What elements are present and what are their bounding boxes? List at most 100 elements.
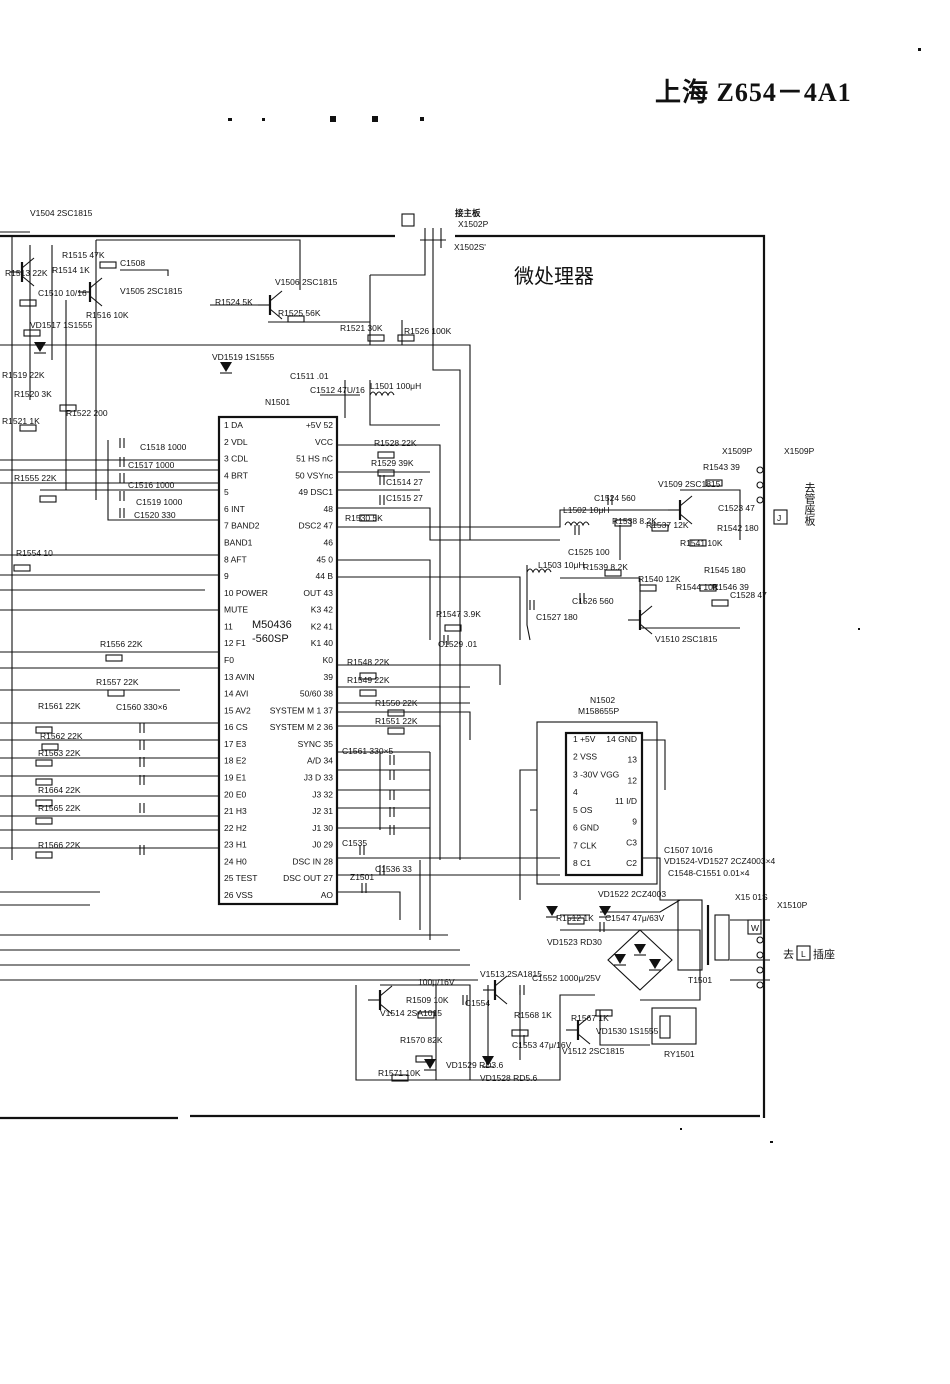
- ic-pin-label: J3 32: [312, 789, 333, 799]
- component-label: R1544 10K: [676, 582, 719, 592]
- ic-pin-label: 12: [628, 775, 638, 785]
- transistor-lead: [379, 1003, 393, 1015]
- x1509p-label-b: X1509P: [784, 446, 815, 456]
- ic-pin-label: 3 CDL: [224, 454, 248, 464]
- component-label: R1542 180: [717, 523, 759, 533]
- component-label: R1526 100K: [404, 326, 452, 336]
- resistor-symbol: [567, 917, 585, 925]
- component-label: R1515 47K: [62, 250, 105, 260]
- ic-pin-label: J3 D 33: [304, 773, 334, 783]
- component-label: VD1517 1S1555: [30, 320, 93, 330]
- ic-pin-label: 51 HS nC: [296, 454, 333, 464]
- component-label: V1504 2SC1815: [30, 208, 93, 218]
- resistor-symbol: [13, 564, 31, 572]
- component-label: R1528 22K: [374, 438, 417, 448]
- ic-pin-label: 20 E0: [224, 789, 246, 799]
- resistor-symbol: [367, 334, 385, 342]
- ic-pin-label: 4: [573, 787, 578, 797]
- component-label: R1516 10K: [86, 310, 129, 320]
- component-label: R1529 39K: [371, 458, 414, 468]
- component-label: R1525 56K: [278, 308, 321, 318]
- resistor-symbol: [35, 817, 53, 825]
- resistor-symbol: [377, 469, 395, 477]
- component-label: V1512 2SC1815: [562, 1046, 625, 1056]
- transistor-lead: [494, 975, 508, 987]
- component-label: C1515 27: [386, 493, 423, 503]
- resistor-symbol: [19, 424, 37, 432]
- ic-pin-label: SYSTEM M 2 36: [270, 722, 334, 732]
- component-label: C1508: [120, 258, 145, 268]
- transistor-lead: [494, 993, 508, 1005]
- component-label: R1538 8.2K: [612, 516, 657, 526]
- component-label: C1519 1000: [136, 497, 183, 507]
- component-label: C1536 33: [375, 864, 412, 874]
- to-plug-label: 去: [783, 948, 794, 961]
- ic-pin-label: DSC OUT 27: [283, 873, 333, 883]
- component-label: V1510 2SC1815: [655, 634, 718, 644]
- l-box-icon: [796, 945, 811, 961]
- ic-pin-label: K2 41: [311, 621, 333, 631]
- resistor-symbol: [35, 851, 53, 859]
- component-label: RY1501: [664, 1049, 695, 1059]
- resistor-symbol: [444, 624, 462, 632]
- component-label: R1547 3.9K: [436, 609, 481, 619]
- component-label: C1510 10/16: [38, 288, 87, 298]
- ic-pin-label: F0: [224, 655, 234, 665]
- component-label: R1550 22K: [375, 698, 418, 708]
- ic-pin-label: 11 I/D: [615, 796, 637, 806]
- ic-pin-label: 14 AVI: [224, 689, 248, 699]
- component-label: R1561 22K: [38, 701, 81, 711]
- resistor-symbol: [614, 519, 632, 527]
- component-label: C1552 1000μ/25V: [532, 973, 601, 983]
- resistor-symbol: [359, 514, 377, 522]
- component-label: R1548 22K: [347, 657, 390, 667]
- ic-pin-label: 5 OS: [573, 805, 593, 815]
- resistor-symbol: [59, 404, 77, 412]
- component-label: R1539 8.2K: [583, 562, 628, 572]
- x1502s-label: X1502S': [454, 242, 486, 252]
- j-box-icon: [773, 509, 788, 525]
- ic-pin-label: 48: [324, 504, 334, 514]
- ic-pin-label: 5: [224, 487, 229, 497]
- resistor-symbol: [387, 709, 405, 717]
- resistor-symbol: [397, 334, 415, 342]
- component-label: C1520 330: [134, 510, 176, 520]
- ic-pin-label: DSC2 47: [299, 521, 334, 531]
- wiring: [0, 231, 770, 1081]
- component-label: C1525 100: [568, 547, 610, 557]
- component-label: VD1530 1S1555: [596, 1026, 659, 1036]
- page-title: 上海 Z654－4A1: [655, 78, 852, 107]
- top-dash-marks: [228, 116, 424, 122]
- resistor-symbol: [107, 689, 125, 697]
- ic-pin-label: OUT 43: [303, 588, 333, 598]
- connector-pin: [756, 951, 764, 959]
- component-label: C1524 560: [594, 493, 636, 503]
- component-label: C1511 .01: [290, 371, 329, 381]
- diode-icon: [634, 944, 646, 954]
- ic-pin-label: 7 BAND2: [224, 521, 260, 531]
- ic-pin-label: AO: [321, 890, 334, 900]
- component-label: R1513 22K: [5, 268, 48, 278]
- component-label: R1537 12K: [646, 520, 689, 530]
- transformer-secondary: [714, 914, 730, 961]
- ic-pin-label: 9: [632, 817, 637, 827]
- resistor-symbol: [604, 569, 622, 577]
- transistor-lead: [577, 1033, 591, 1045]
- transistor-lead: [679, 513, 693, 525]
- component-label: L1501 100μH: [370, 381, 421, 391]
- transistor-lead: [89, 295, 103, 307]
- plug-suffix-label: 插座: [813, 947, 835, 961]
- ic-pin-label: 6 INT: [224, 504, 245, 514]
- component-label: R1556 22K: [100, 639, 143, 649]
- component-label: R1568 1K: [514, 1010, 552, 1020]
- component-label: R1555 22K: [14, 473, 57, 483]
- ic-pin-label: MUTE: [224, 605, 248, 615]
- component-label: VD1524-VD1527 2CZ4003×4: [664, 856, 776, 866]
- resistor-symbol: [35, 759, 53, 767]
- component-label: C1548-C1551 0.01×4: [668, 868, 750, 878]
- resistor-symbol: [359, 672, 377, 680]
- component-label: C1526 560: [572, 596, 614, 606]
- relay-ry1501: [651, 1007, 697, 1045]
